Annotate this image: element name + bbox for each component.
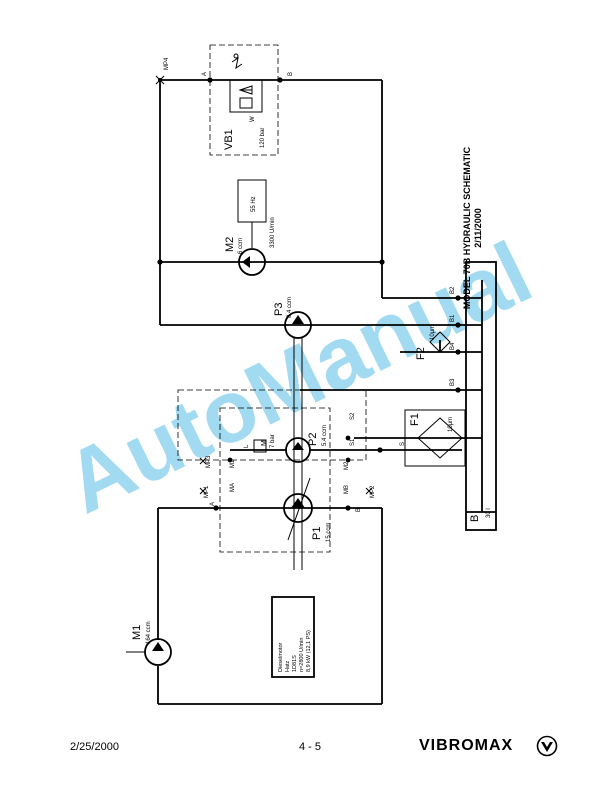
svg-text:15 ccm: 15 ccm [326,523,332,542]
svg-text:55 Hz: 55 Hz [251,196,257,212]
svg-text:L: L [244,444,250,448]
lower-circuit [126,338,462,705]
f2-filter-icon [429,331,451,353]
m2-motor-icon [238,248,266,276]
svg-text:M2: M2 [224,237,236,252]
svg-text:MP4: MP4 [164,57,170,70]
svg-text:A: A [202,72,208,76]
svg-text:F1: F1 [409,413,421,426]
svg-text:8,9 kW (12,1 PS): 8,9 kW (12,1 PS) [306,630,312,672]
relief-valve-icon [253,439,267,453]
engine-label: Dieselmotor Hatz 1D81S n=2800 U/min 8,9 … [278,630,312,672]
svg-text:7 bar: 7 bar [270,434,276,448]
svg-text:B4: B4 [450,342,456,350]
svg-text:n=2800 U/min: n=2800 U/min [299,638,305,672]
svg-text:M: M [261,440,268,446]
svg-text:1D81S: 1D81S [292,655,298,672]
svg-text:P3: P3 [273,303,285,316]
tank-box [465,261,497,531]
svg-text:10μm: 10μm [448,417,454,432]
svg-text:S1: S1 [350,438,356,446]
svg-text:5.4 ccm: 5.4 ccm [322,425,328,446]
component-labels: MP4 A B VB1 120 bar W 55 Hz M2 6 ccm 330… [131,57,492,672]
svg-text:VB1: VB1 [223,129,235,150]
footer-date: 2/25/2000 [70,741,119,753]
vibromax-logo-icon [536,735,558,757]
svg-text:MP3: MP3 [206,455,212,468]
mp1-test-point-icon [199,487,207,495]
upper-circuit [155,44,482,339]
svg-text:3300 U/min: 3300 U/min [270,217,276,248]
svg-text:120 bar: 120 bar [260,128,266,148]
svg-text:B: B [288,72,294,76]
svg-text:6 ccm: 6 ccm [238,238,244,254]
svg-text:MODEL 70B HYDRAULIC SCHEMATIC: MODEL 70B HYDRAULIC SCHEMATIC [462,146,472,309]
svg-text:MP1: MP1 [204,485,210,498]
tank-section [300,261,497,531]
svg-text:Hatz: Hatz [285,660,291,672]
svg-text:8.4 ccm: 8.4 ccm [287,297,293,318]
svg-text:30 l: 30 l [486,508,492,518]
check-valve-icon [238,85,253,95]
p3-pump-icon [284,311,312,339]
brand-logo-text: VIBROMAX [419,737,514,754]
svg-text:B: B [356,508,362,512]
svg-text:M1: M1 [230,459,236,468]
svg-text:10μm: 10μm [430,325,436,340]
svg-text:P1: P1 [311,527,323,540]
svg-text:S2: S2 [350,412,356,420]
mp3-test-point-icon [199,457,207,465]
svg-text:M2: M2 [344,461,350,470]
engine-box [271,596,315,678]
f1-filter-icon [417,417,463,459]
svg-text:A: A [210,502,216,506]
svg-text:B1: B1 [450,314,456,322]
svg-text:MB: MB [344,485,350,494]
schematic-title: MODEL 70B HYDRAULIC SCHEMATIC 2/11/2000 [462,146,483,309]
svg-text:F2: F2 [415,347,427,360]
svg-text:P2: P2 [307,433,319,446]
svg-text:2/11/2000: 2/11/2000 [473,208,483,248]
svg-text:W: W [250,116,256,122]
svg-text:MP2: MP2 [370,485,376,498]
svg-text:164 ccm: 164 ccm [146,621,152,644]
svg-text:B3: B3 [450,378,456,386]
page-number: 4 - 5 [299,741,322,753]
svg-text:B: B [469,515,481,522]
svg-text:MA: MA [230,483,236,492]
svg-text:S: S [400,442,406,446]
mp2-test-point-icon [365,487,373,495]
svg-text:M1: M1 [131,625,143,640]
svg-text:B2: B2 [450,286,456,294]
svg-text:Dieselmotor: Dieselmotor [278,642,284,672]
